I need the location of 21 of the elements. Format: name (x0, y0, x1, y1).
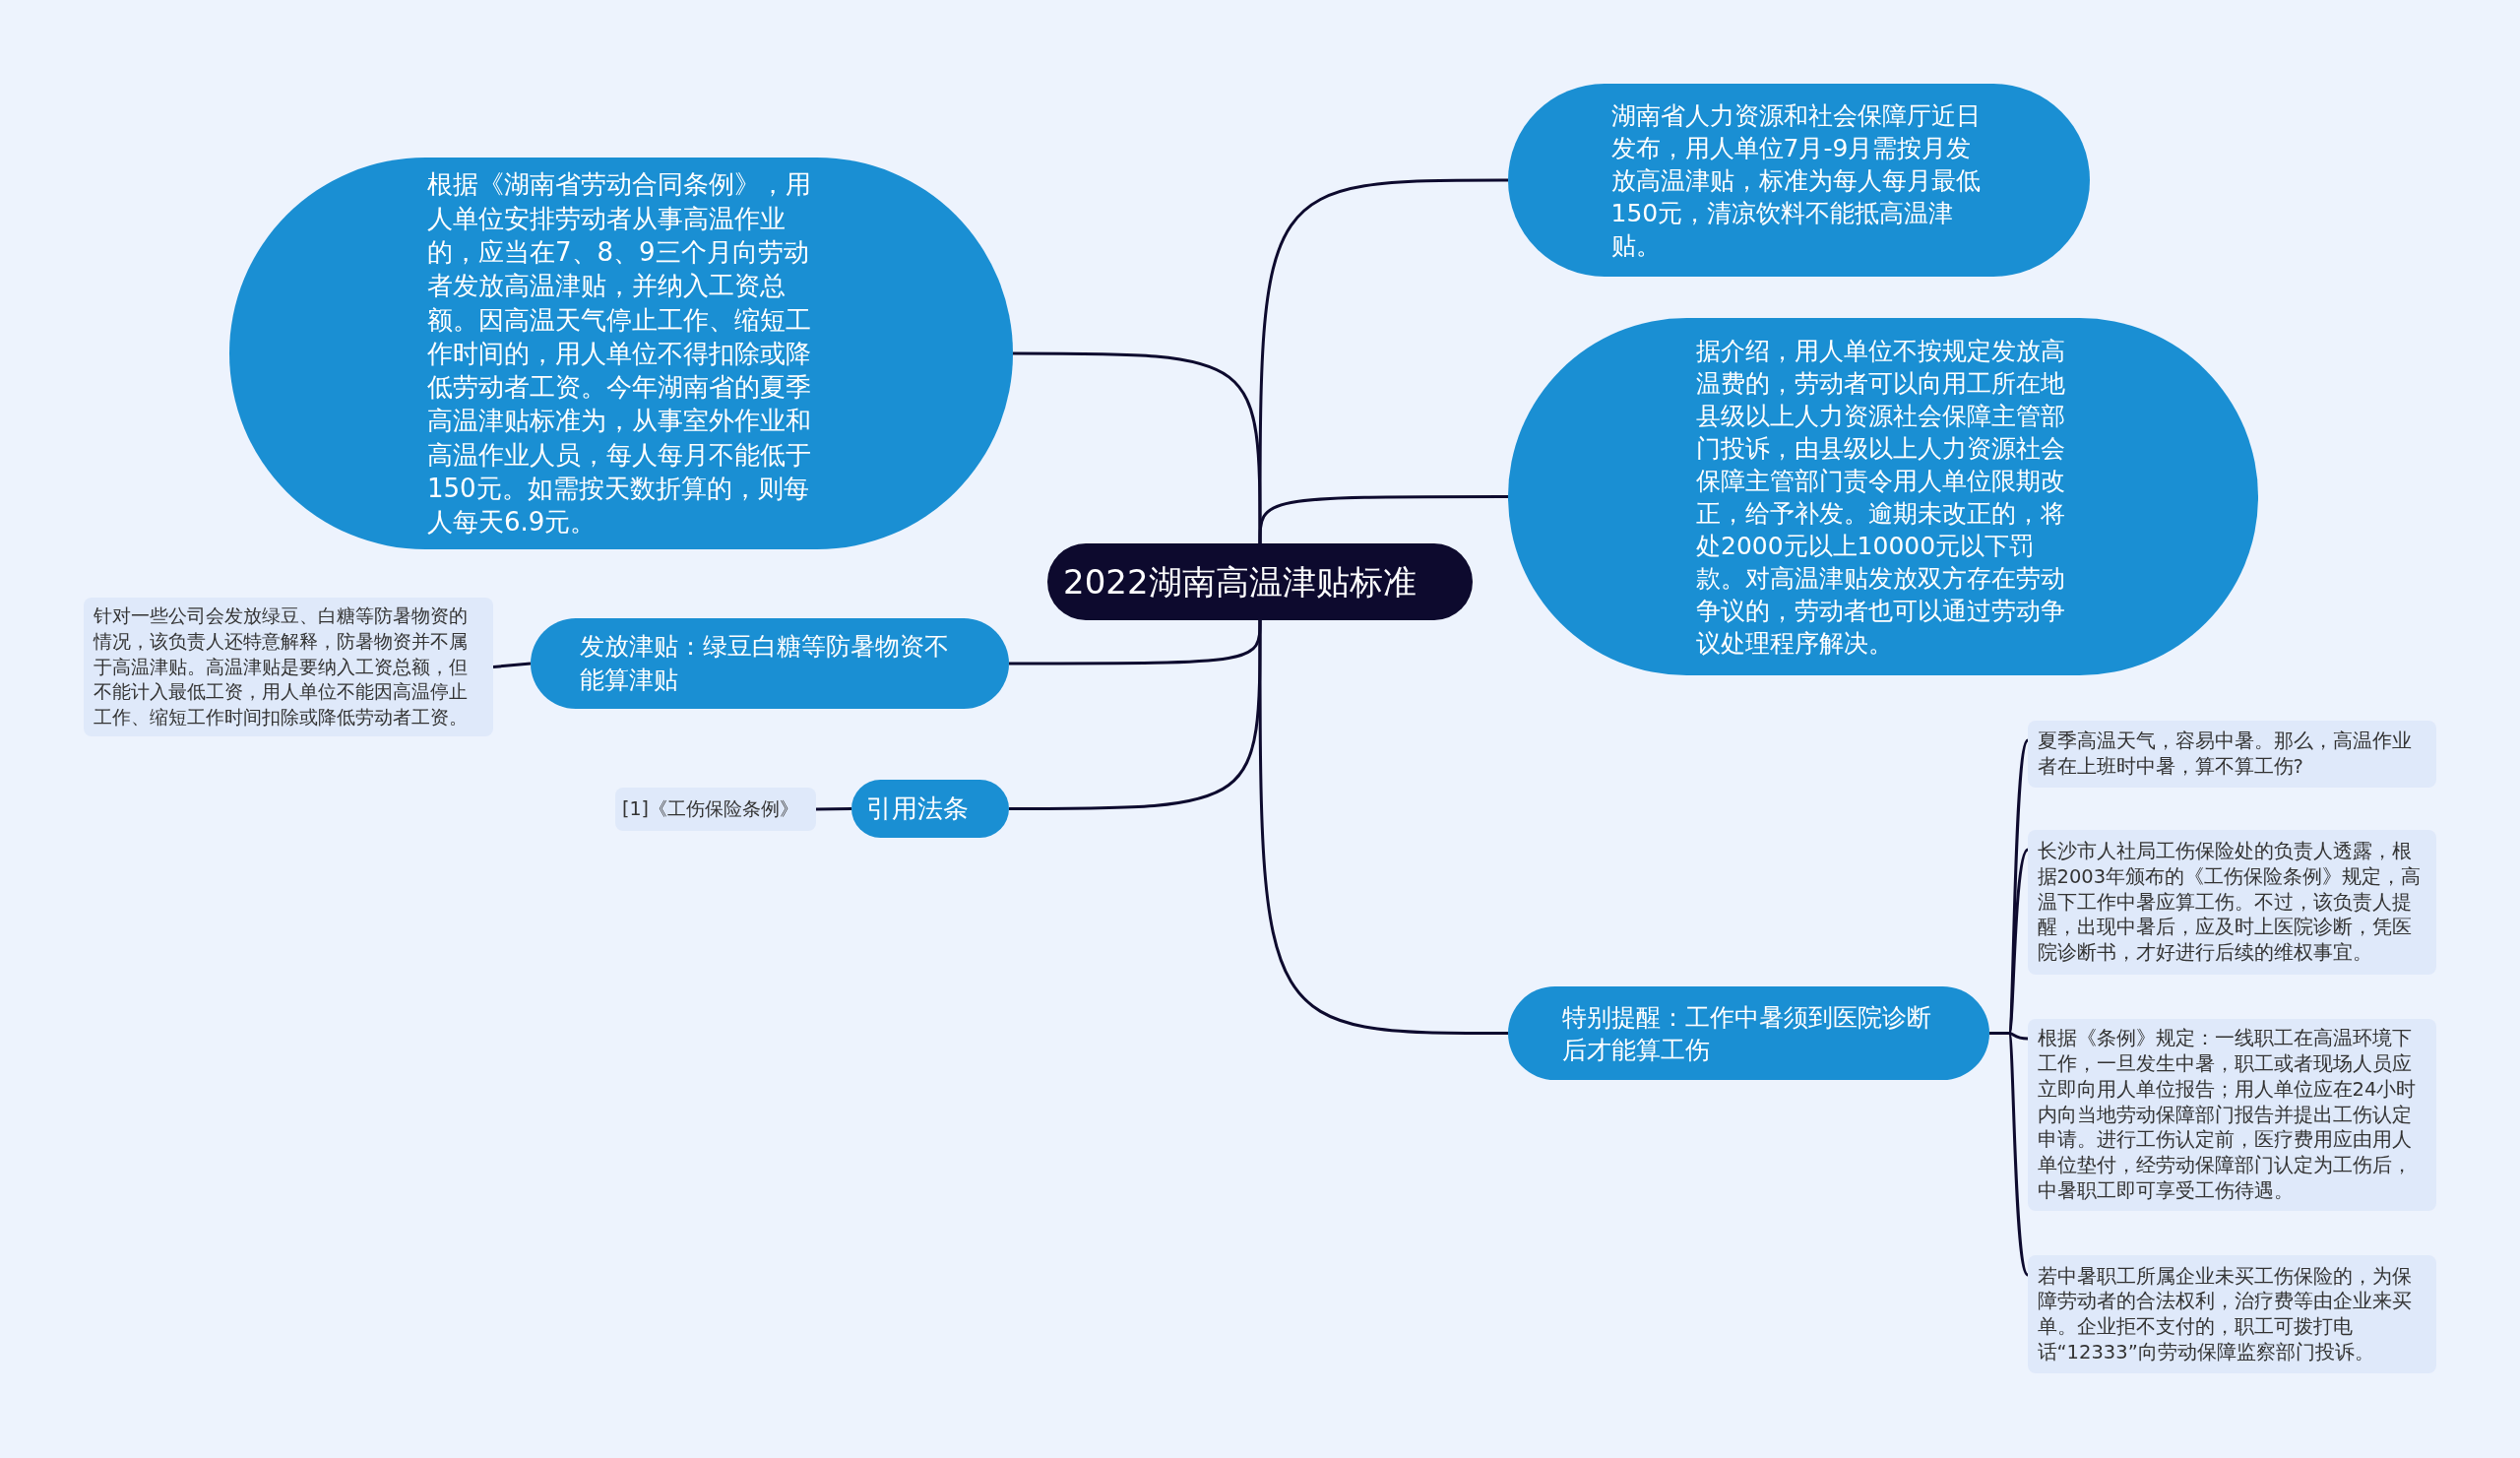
note-box: 若中暑职工所属企业未买工伤保险的，为保障劳动者的合法权利，治疗费等由企业来买单。企业拒不支付的，职工可拨打电话“12333”向劳动保障监察部门投诉。 (2028, 1255, 2436, 1373)
connector-line (492, 662, 532, 668)
topic-box: 引用法条 (851, 780, 1009, 838)
connector-line (1258, 178, 1508, 543)
note-box: 长沙市人社局工伤保险处的负责人透露，根据2003年颁布的《工伤保险条例》规定，高温下工作中暑应算工伤。不过，该负责人提醒，出现中暑后，应及时上医院诊断，凭医院诊断书，才好进行后续的维权事宜。 (2028, 830, 2436, 975)
note-box: 针对一些公司会发放绿豆、白糖等防暑物资的情况，该负责人还特意解释，防暑物资并不属于高温津贴。高温津贴是要纳入工资总额，但不能计入最低工资，用人单位不能因高温停止工作、缩短工作时间扣除或降低劳动者工资。 (84, 598, 493, 736)
note-box: 根据《条例》规定：一线职工在高温环境下工作，一旦发生中暑，职工或者现场人员应立即向用人单位报告；用人单位应在24小时内向当地劳动保障部门报告并提出工伤认定申请。进行工伤认定前，医疗费用应由用人单位垫付，经劳动保障部门认定为工伤后，中暑职工即可享受工伤待遇。 (2028, 1019, 2436, 1211)
central-topic-box: 2022湖南高温津贴标准 (1047, 543, 1473, 620)
note-box: 夏季高温天气，容易中暑。那么，高温作业者在上班时中暑，算不算工伤? (2028, 721, 2436, 788)
connector-line (815, 807, 852, 811)
connector-line (1258, 495, 1508, 544)
topic-box: 发放津贴：绿豆白糖等防暑物资不能算津贴 (531, 618, 1009, 709)
note-box: [1]《工伤保险条例》 (615, 788, 816, 831)
connector-line (1258, 620, 1508, 1035)
connector-line (1009, 620, 1262, 810)
topic-bubble: 湖南省人力资源和社会保障厅近日发布，用人单位7月-9月需按月发放高温津贴，标准为每人每月最低150元，清凉饮料不能抵高温津贴。 (1508, 84, 2090, 277)
topic-bubble: 据介绍，用人单位不按规定发放高温费的，劳动者可以向用工所在地县级以上人力资源社会保障主管部门投诉，由县级以上人力资源社会保障主管部门责令用人单位限期改正，给予补发。逾期未改正的，将处2000元以上10000元以下罚款。对高温津贴发放双方存在劳动争议的，劳动者也可以通过劳动争议处理程序解决。 (1508, 318, 2258, 675)
connector-line (1013, 351, 1262, 543)
topic-bubble: 根据《湖南省劳动合同条例》，用人单位安排劳动者从事高温作业的，应当在7、8、9三个月向劳动者发放高温津贴，并纳入工资总额。因高温天气停止工作、缩短工作时间的，用人单位不得扣除或降低劳动者工资。今年湖南省的夏季高温津贴标准为，从事室外作业和高温作业人员，每人每月不能低于150元。如需按天数折算的，则每人每天6.9元。 (229, 158, 1013, 549)
topic-box: 特别提醒：工作中暑须到医院诊断后才能算工伤 (1508, 986, 1989, 1080)
connector-line (1989, 1032, 2030, 1276)
